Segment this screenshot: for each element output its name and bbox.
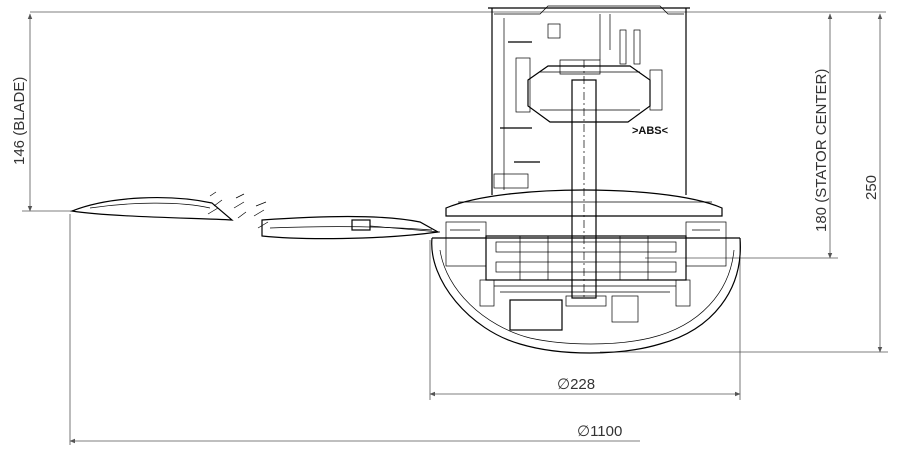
blade bbox=[69, 191, 441, 240]
motor-body bbox=[431, 189, 741, 354]
stator-center-label: 180 (STATOR CENTER) bbox=[813, 69, 830, 232]
sweep-diameter-label: ∅1100 bbox=[577, 423, 622, 440]
body-diameter-label: ∅228 bbox=[557, 376, 595, 393]
upper-housing: >ABS< bbox=[488, 5, 690, 195]
dimension-lines bbox=[22, 11, 888, 445]
abs-mark: >ABS< bbox=[632, 125, 668, 137]
blade-height-label: 146 (BLADE) bbox=[11, 77, 28, 165]
total-height-label: 250 bbox=[863, 175, 880, 200]
central-shaft bbox=[571, 60, 597, 300]
